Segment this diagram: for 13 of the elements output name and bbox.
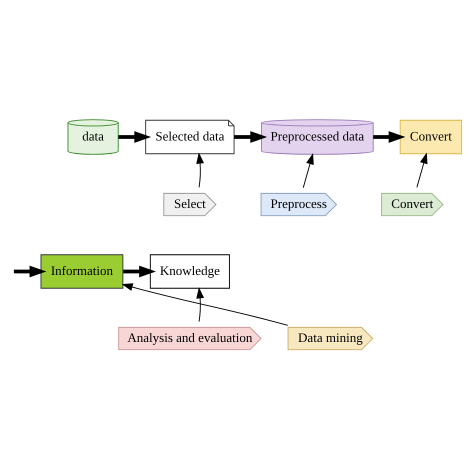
- arrow: [234, 130, 268, 142]
- node-box: Information: [40, 254, 124, 288]
- arrow: [302, 152, 314, 188]
- arrow: [14, 265, 46, 277]
- arrow: [196, 152, 204, 188]
- arrow: [416, 152, 428, 188]
- node-box: Convert: [400, 119, 462, 154]
- arrow: [118, 130, 152, 142]
- arrow: [122, 282, 288, 326]
- arrow: [196, 286, 204, 322]
- arrow: [373, 130, 406, 142]
- node-box: Knowledge: [150, 254, 230, 288]
- arrow: [123, 265, 156, 277]
